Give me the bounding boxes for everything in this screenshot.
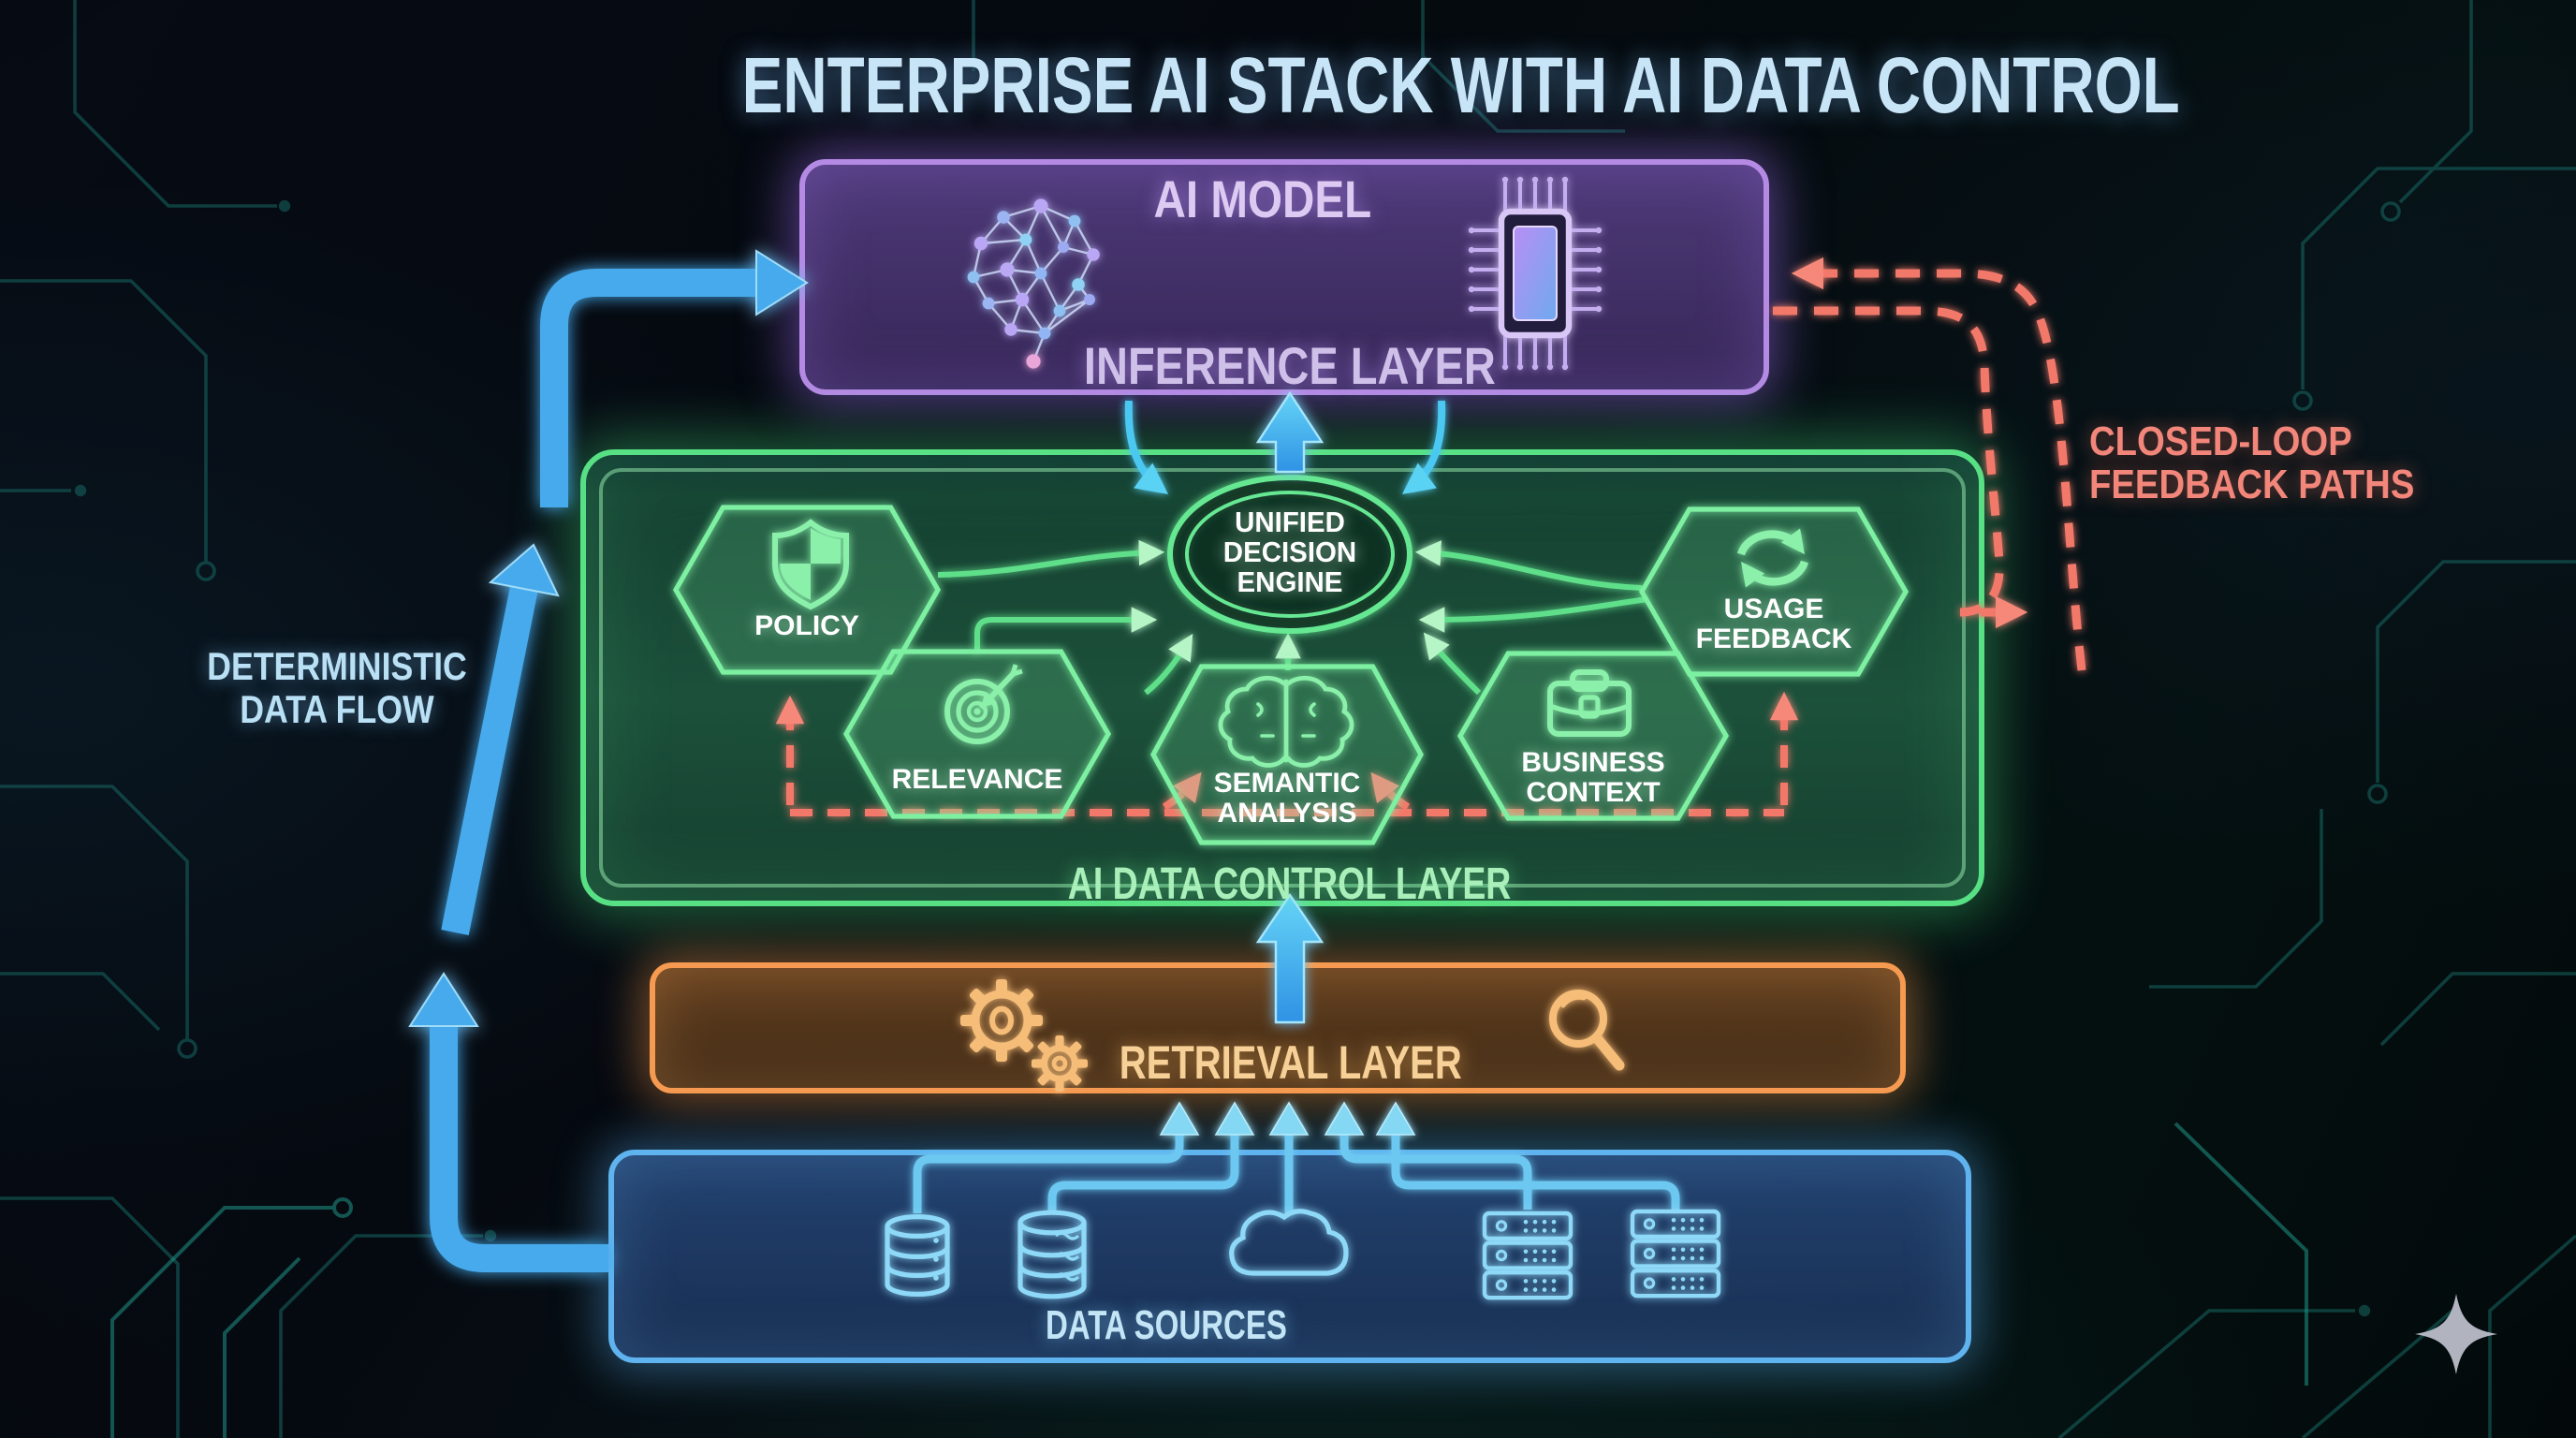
deterministic-data-flow-label: DETERMINISTIC DATA FLOW	[207, 646, 467, 731]
page-title: ENTERPRISE AI STACK WITH AI DATA CONTROL	[741, 41, 2180, 129]
ai-model-icons	[967, 176, 1603, 371]
unified-decision-engine-circle	[1167, 475, 1412, 634]
magnifier-icon	[1549, 990, 1625, 1071]
relevance-label: RELEVANCE	[891, 764, 1063, 796]
refresh-icon	[1736, 528, 1809, 588]
ai-model-label: AI MODEL	[1152, 170, 1371, 228]
closed-loop-dashed-paths	[1773, 257, 2086, 671]
server-icon	[1632, 1211, 1719, 1296]
target-icon	[944, 664, 1023, 744]
gears-icon	[960, 979, 1088, 1092]
deterministic-flow-arrows	[408, 249, 809, 1272]
usage-feedback-label: USAGE FEEDBACK	[1695, 594, 1852, 654]
inference-layer-label: INFERENCE LAYER	[1083, 337, 1497, 395]
policy-label: POLICY	[754, 610, 859, 642]
database-icon	[1017, 1210, 1087, 1299]
unified-decision-engine-label: UNIFIED DECISION ENGINE	[1222, 507, 1357, 599]
neural-network-icon	[967, 198, 1100, 369]
data-sources-label: DATA SOURCES	[1046, 1301, 1287, 1348]
relevance-hexagon	[843, 649, 1111, 819]
brain-icon	[1218, 675, 1354, 768]
ai-data-control-layer-label: AI DATA CONTROL LAYER	[1068, 859, 1512, 910]
business-context-label: BUSINESS CONTEXT	[1521, 747, 1665, 808]
retrieval-to-control-arrow	[1255, 892, 1325, 1024]
database-icon	[885, 1213, 950, 1297]
chip-icon	[1468, 176, 1603, 371]
semantic-analysis-label: SEMANTIC ANALYSIS	[1213, 768, 1361, 829]
control-hexagons	[673, 505, 1910, 845]
inference-to-engine-arrows	[1124, 400, 1446, 495]
hexagon-icons	[772, 519, 1809, 768]
retrieval-layer-label: RETRIEVAL LAYER	[1119, 1037, 1461, 1090]
circuit-traces-bright	[110, 1122, 2308, 1438]
sparkle-icon	[2415, 1294, 2497, 1374]
data-source-icons	[885, 1209, 1719, 1299]
retrieval-icons	[960, 979, 1625, 1092]
closed-loop-feedback-label: CLOSED-LOOP FEEDBACK PATHS	[2089, 418, 2415, 507]
cloud-icon	[1229, 1209, 1349, 1276]
engine-to-inference-arrow	[1255, 390, 1325, 474]
server-icon	[1485, 1213, 1571, 1298]
engine-connector-arrows	[937, 539, 1648, 696]
briefcase-icon	[1547, 669, 1632, 737]
center-flow-arrows	[1255, 390, 1325, 1024]
sources-to-retrieval-arrows	[913, 1101, 1680, 1215]
usage-feedback-hexagon	[1638, 506, 1910, 677]
shield-icon	[772, 519, 849, 610]
inference-layer-box	[799, 159, 1769, 395]
